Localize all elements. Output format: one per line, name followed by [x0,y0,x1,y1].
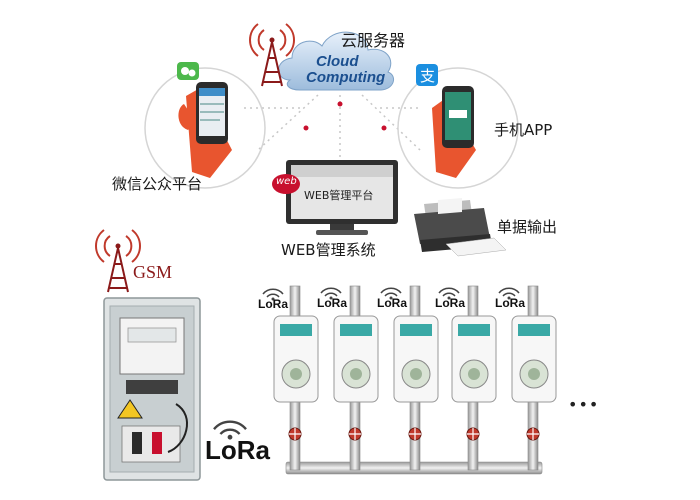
lora-meter-label-2: LoRa [317,296,347,310]
water-meter-1 [274,316,318,402]
water-meter-3 [394,316,438,402]
printer-icon [414,198,506,256]
meter-box [104,298,200,480]
valve-icon-2 [349,428,361,440]
cloud-text-line1: Cloud [316,53,359,70]
valve-icon-4 [467,428,479,440]
wechat-platform-label: 微信公众平台 [112,173,202,194]
mobile-app-label: 手机APP [494,119,552,140]
web-badge-label: web [276,176,297,187]
alipay-glyph: 支 [420,67,435,85]
more-indicator: ••• [568,395,599,414]
valve-icon-5 [527,428,539,440]
gsm-label: GSM [133,262,172,283]
water-meters [274,316,556,402]
water-meter-2 [334,316,378,402]
cloud-text-line2: Computing [306,69,385,86]
water-meter-5 [512,316,556,402]
valve-icon-3 [409,428,421,440]
connection-lines [240,95,420,160]
web-screen-label: WEB管理平台 [304,187,373,203]
wechat-circle [145,62,265,188]
water-meter-4 [452,316,496,402]
connection-dots [304,102,387,131]
lora-main-label: LoRa [205,435,270,466]
cloud-server-label: 云服务器 [341,27,405,51]
lora-meter-label-3: LoRa [377,296,407,310]
valve-icon-1 [289,428,301,440]
valves [289,428,539,440]
web-system-label: WEB管理系统 [281,239,376,260]
lora-meter-label-5: LoRa [495,296,525,310]
lora-meter-label-1: LoRa [258,297,288,311]
lora-meter-label-4: LoRa [435,296,465,310]
receipt-output-label: 单据输出 [497,216,557,237]
